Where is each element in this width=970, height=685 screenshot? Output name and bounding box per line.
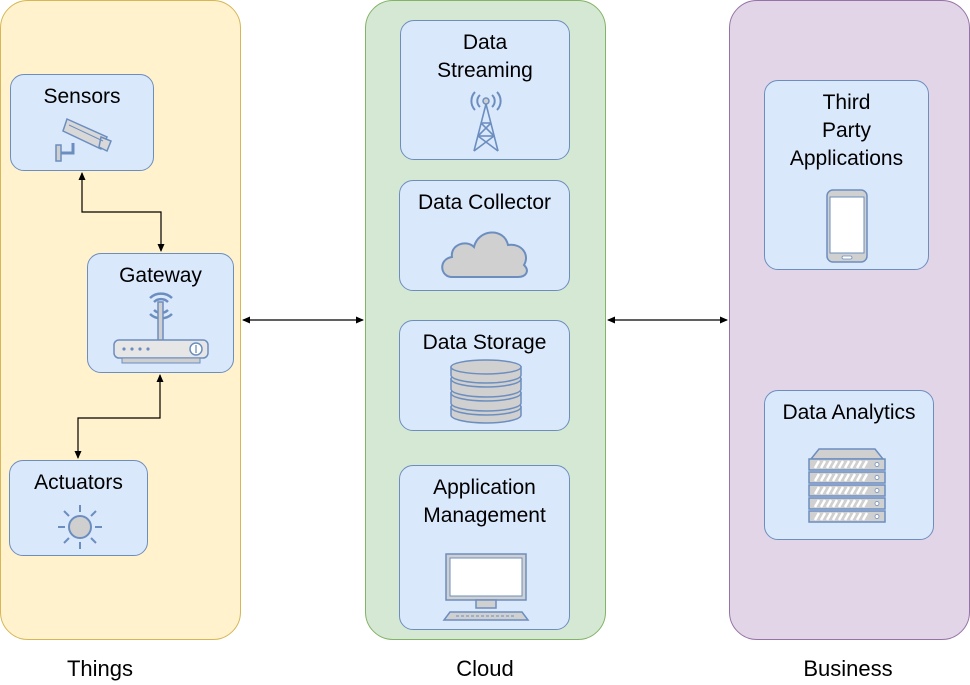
application-management-node[interactable]: Application Management	[399, 465, 570, 630]
monitor-icon	[442, 553, 530, 621]
database-icon	[450, 359, 522, 424]
sun-icon	[58, 505, 102, 549]
third-party-applications-node[interactable]: Third Party Applications	[764, 80, 929, 270]
radio-tower-icon	[470, 91, 502, 152]
cloud-icon	[441, 231, 528, 278]
server-rack-icon	[808, 448, 886, 523]
security-camera-icon	[55, 117, 112, 162]
data-storage-node[interactable]: Data Storage	[399, 320, 570, 431]
data-streaming-node[interactable]: Data Streaming	[400, 20, 570, 160]
smartphone-icon	[826, 189, 868, 263]
sensors-label: Sensors	[43, 85, 121, 108]
data-collector-label: Data Collector	[417, 191, 552, 214]
gateway-node[interactable]: Gateway	[87, 253, 234, 373]
gateway-label: Gateway	[119, 264, 202, 287]
data-collector-node[interactable]: Data Collector	[399, 180, 570, 291]
data-analytics-label: Data Analytics	[782, 401, 916, 424]
data-analytics-node[interactable]: Data Analytics	[764, 390, 934, 540]
data-storage-label: Data Storage	[422, 331, 547, 354]
actuators-node[interactable]: Actuators	[9, 460, 148, 556]
data-streaming-label: Data Streaming	[437, 31, 533, 82]
business-lane-title: Business	[803, 656, 893, 681]
cloud-lane-title: Cloud	[456, 656, 514, 681]
things-lane-title: Things	[66, 656, 134, 681]
sensors-node[interactable]: Sensors	[10, 74, 154, 171]
application-management-label: Application Management	[423, 476, 546, 527]
wifi-router-icon	[113, 292, 209, 364]
actuators-label: Actuators	[34, 471, 123, 494]
third-party-applications-label: Third Party Applications	[789, 91, 904, 170]
